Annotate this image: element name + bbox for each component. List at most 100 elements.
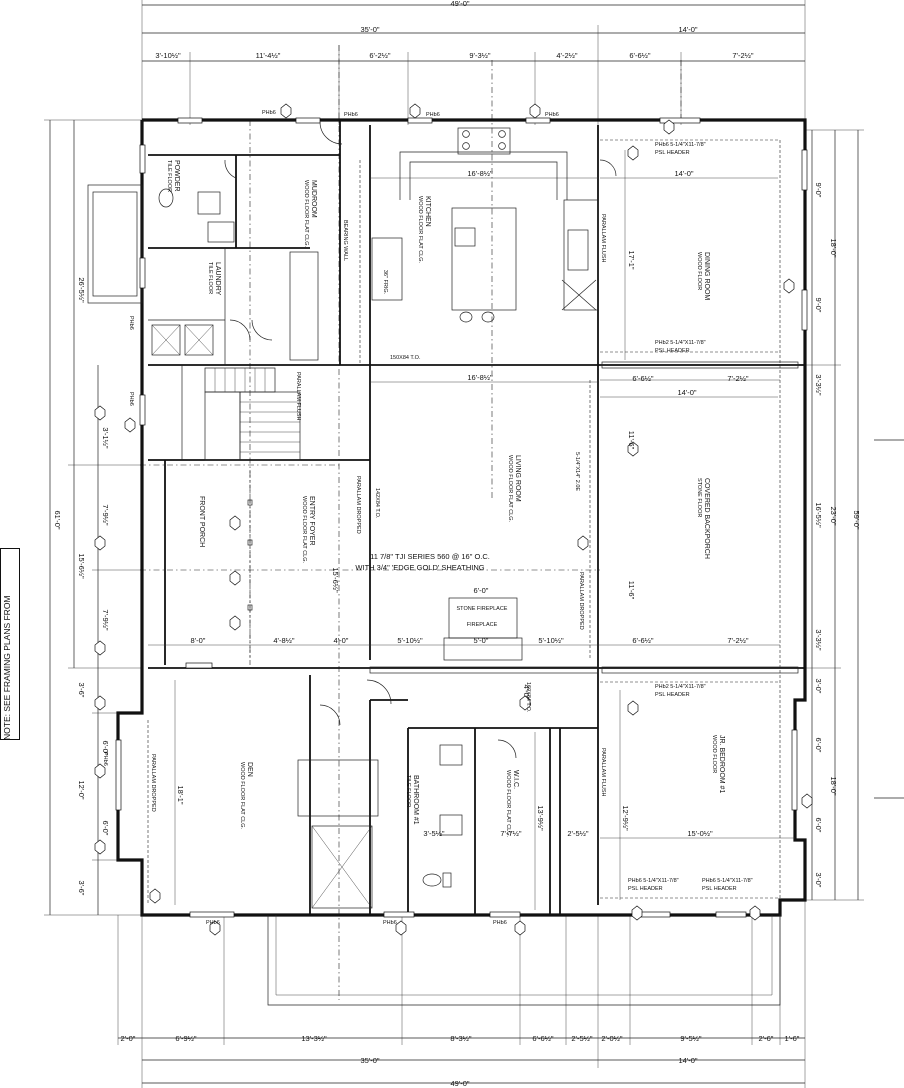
dim-living-w: 16'-8½" bbox=[467, 373, 493, 382]
dim-left-seg-1: 7'-9½" bbox=[101, 504, 110, 526]
dim-row-2: 7'-2½" bbox=[727, 374, 749, 383]
dim-row-4: 4'-8½" bbox=[273, 636, 295, 645]
stone-fp-note: STONE FIREPLACE bbox=[457, 606, 508, 612]
dim-row-6: 5'-10½" bbox=[397, 636, 423, 645]
room-bath-floor: TILE FLOOR bbox=[405, 775, 411, 807]
header-jr-top-psl: PSL HEADER bbox=[655, 692, 690, 698]
dim-right-seg-5: 3'-0" bbox=[814, 679, 823, 694]
parallam-foyer: PARALLAM DROPPED bbox=[355, 476, 361, 534]
dim-closet-w: 2'-5½" bbox=[567, 829, 589, 838]
dim-right-seg-8: 3'-0" bbox=[814, 873, 823, 888]
dim-wic-h: 13'-9½" bbox=[536, 805, 545, 831]
room-entry-floor: WOOD FLOOR FLAT CLG. bbox=[301, 496, 307, 563]
dim-row-1: 6'-6½" bbox=[632, 374, 654, 383]
header-dining-bot-psl: PSL HEADER bbox=[655, 348, 690, 354]
ph-tag-6: PHb6 bbox=[383, 920, 397, 926]
room-back-porch: COVERED BACKPORCH bbox=[703, 478, 710, 559]
dim-wic-w: 7'-7½" bbox=[500, 829, 522, 838]
room-entry: ENTRY FOYER bbox=[308, 496, 315, 546]
room-labels: POWDER TILE FLOOR MUDROOM WOOD FLOOR FLA… bbox=[166, 160, 725, 837]
room-wic: W.I.C. bbox=[512, 770, 519, 789]
dim-right-upper: 18'-0" bbox=[829, 238, 838, 257]
ph-tag-9: PHb6 bbox=[128, 392, 134, 406]
dim-bottom-seg-7: 9'-5½" bbox=[680, 1034, 702, 1043]
dim-top-left: 35'-0" bbox=[360, 25, 379, 34]
header-jr-bot-left-psl: PSL HEADER bbox=[628, 886, 663, 892]
interior-walls bbox=[148, 120, 805, 915]
dim-living-h1: 11'-6" bbox=[627, 431, 636, 450]
room-wic-floor: WOOD FLOOR FLAT CLG. bbox=[505, 770, 511, 837]
room-den-floor: WOOD FLOOR FLAT CLG. bbox=[239, 762, 245, 829]
dim-left-mid: 15'-6½" bbox=[77, 553, 86, 579]
dim-stair-note: 4'-0" bbox=[522, 685, 531, 700]
joists-note: 11 7/8" TJI SERIES 560 @ 16" O.C. bbox=[370, 552, 490, 561]
dim-right-seg-2: 3'-3½" bbox=[814, 374, 823, 396]
dim-row-10: 7'-2½" bbox=[727, 636, 749, 645]
exterior-walls bbox=[87, 118, 807, 1006]
lvl-note: 5-1/4"X14" 2.0E bbox=[574, 452, 580, 491]
dim-row-5: 4'-0" bbox=[334, 636, 349, 645]
dim-top-seg-0: 3'-10½" bbox=[155, 51, 181, 60]
right-dimensions: 59'-0" 18'-0" 23'-0" 18'-0" 9'-0" 9'-0" … bbox=[805, 129, 904, 901]
ph-tag-8: PHb6 bbox=[128, 316, 134, 330]
beams bbox=[147, 139, 799, 905]
dim-fireplace-w: 6'-0" bbox=[474, 586, 489, 595]
dim-right-seg-1: 9'-0" bbox=[814, 298, 823, 313]
ph-tag-4: PHb6 bbox=[545, 112, 559, 118]
parallam-living: PARALLAM DROPPED bbox=[578, 572, 584, 630]
dim-right-seg-6: 6'-0" bbox=[814, 738, 823, 753]
dim-jr-w: 15'-0½" bbox=[687, 829, 713, 838]
room-back-porch-floor: STONE FLOOR bbox=[696, 478, 702, 517]
windows bbox=[115, 117, 808, 918]
room-living-floor: WOOD FLOOR FLAT CLG. bbox=[507, 455, 513, 522]
dim-bottom-seg-2: 13'-3½" bbox=[301, 1034, 327, 1043]
dim-top-right: 14'-0" bbox=[678, 25, 697, 34]
header-jr-bot-right-psl: PSL HEADER bbox=[702, 886, 737, 892]
top-dimensions: 49'-0" 35'-0" 14'-0" 3'-10½" 11'-4½" 6'-… bbox=[141, 0, 806, 140]
dim-bottom-seg-9: 1'-6" bbox=[785, 1034, 800, 1043]
left-dimensions: 61'-0" 26'-5½" 15'-6½" 3'-1½" 7'-9½" 7'-… bbox=[44, 119, 142, 916]
ph-tag-1: PHb6 bbox=[262, 110, 276, 116]
dim-bottom-seg-5: 2'-5½" bbox=[571, 1034, 593, 1043]
dim-right-seg-0: 9'-0" bbox=[814, 183, 823, 198]
parallam-stair: PARALLAM FLUSH bbox=[295, 372, 301, 421]
ph-tag-5: PHb6 bbox=[206, 920, 220, 926]
fireplace-note: FIREPLACE bbox=[467, 622, 498, 628]
dim-right-overall: 59'-0" bbox=[852, 510, 861, 529]
header-jr-top: PHb2 5-1/4"X11-7/8" bbox=[655, 684, 706, 690]
room-dining-floor: WOOD FLOOR bbox=[696, 252, 702, 290]
dim-bottom-seg-1: 6'-9½" bbox=[175, 1034, 197, 1043]
header-dining-bot: PHb2 5-1/4"X11-7/8" bbox=[655, 340, 706, 346]
parallam-jr: PARALLAM FLUSH bbox=[600, 748, 606, 797]
dim-bottom-seg-6: 2'-0½" bbox=[601, 1034, 623, 1043]
dim-top-overall: 49'-0" bbox=[450, 0, 469, 8]
room-powder: POWDER bbox=[173, 160, 180, 192]
dim-dining-w: 14'-0" bbox=[674, 169, 693, 178]
room-dining: DINING ROOM bbox=[703, 252, 710, 300]
room-powder-floor: TILE FLOOR bbox=[166, 160, 172, 192]
dim-kitchen-w: 16'-8½" bbox=[467, 169, 493, 178]
sheathing-note: WITH 3/4" 'EDGE GOLD' SHEATHING bbox=[355, 563, 484, 572]
dim-bottom-seg-3: 8'-3½" bbox=[450, 1034, 472, 1043]
doors bbox=[224, 121, 617, 759]
dim-left-seg-5: 6'-0" bbox=[101, 821, 110, 836]
room-laundry: LAUNDRY bbox=[214, 262, 221, 296]
dim-row-8: 5'-10½" bbox=[538, 636, 564, 645]
dim-porch-w: 14'-0" bbox=[677, 388, 696, 397]
to-142-note: 142X84 T.O. bbox=[374, 488, 380, 519]
dim-right-seg-4: 3'-3½" bbox=[814, 629, 823, 651]
parallam-kitchen: PARALLAM FLUSH bbox=[600, 214, 606, 263]
dim-left-seg-2: 7'-9½" bbox=[101, 609, 110, 631]
dim-top-seg-5: 6'-6½" bbox=[629, 51, 651, 60]
dim-right-seg-3: 16'-5½" bbox=[814, 502, 823, 528]
room-living: LIVING ROOM bbox=[514, 455, 521, 502]
dim-bottom-right: 14'-0" bbox=[678, 1056, 697, 1065]
dim-bath-w: 3'-5½" bbox=[423, 829, 445, 838]
dim-left-overall: 61'-0" bbox=[53, 510, 62, 529]
dim-bottom-seg-4: 6'-6½" bbox=[532, 1034, 554, 1043]
framing-note: NOTE: SEE FRAMING PLANS FROM bbox=[2, 595, 12, 740]
dim-row-9: 6'-6½" bbox=[632, 636, 654, 645]
bottom-dimensions: 2'-0" 6'-9½" 13'-3½" 8'-3½" 6'-6½" 2'-5½… bbox=[117, 900, 806, 1088]
dim-bottom-seg-0: 2'-0" bbox=[121, 1034, 136, 1043]
room-jr-bedroom: JR. BEDROOM #1 bbox=[718, 735, 725, 793]
